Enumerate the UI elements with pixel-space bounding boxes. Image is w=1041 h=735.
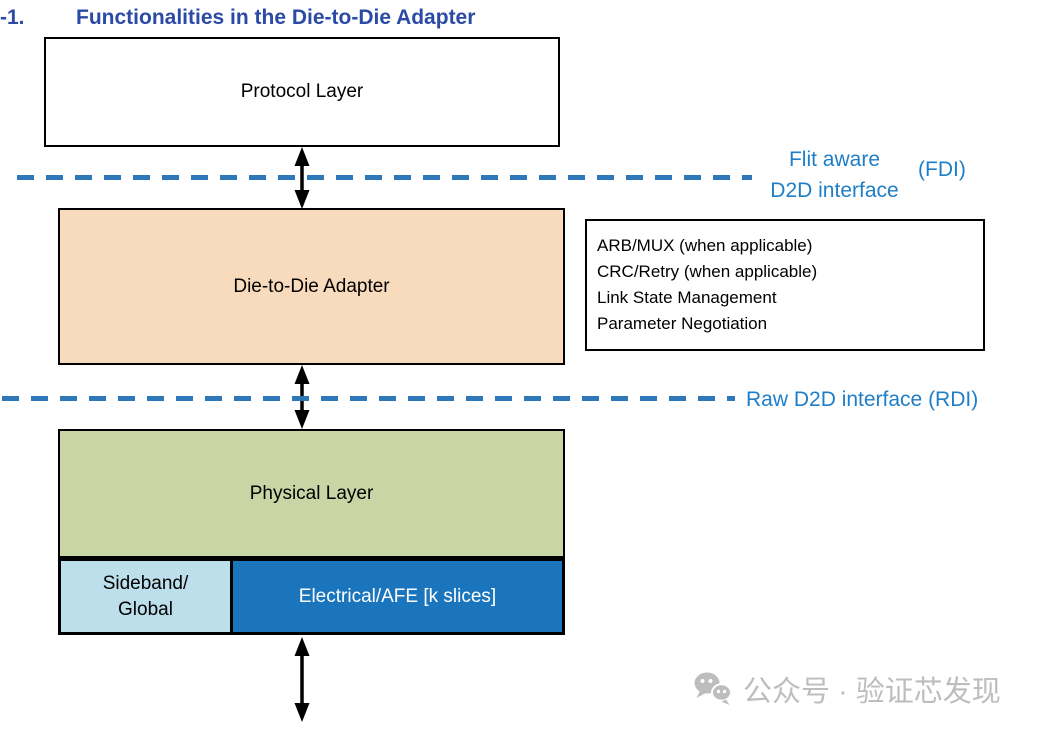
- rdi-interface-label: Raw D2D interface (RDI): [746, 388, 979, 411]
- sideband-label-line1: Sideband/: [102, 572, 189, 594]
- sideband-label-line2: Global: [118, 598, 173, 620]
- protocol-layer-label: Protocol Layer: [240, 81, 364, 102]
- fdi-label-line2: D2D interface: [770, 179, 899, 202]
- adapter-function-item: CRC/Retry (when applicable): [597, 262, 818, 281]
- fdi-abbrev-label: (FDI): [918, 158, 966, 181]
- protocol-layer-box: Protocol Layer: [44, 37, 560, 147]
- fdi-label-line1: Flit aware: [788, 148, 881, 171]
- physical-layer-box: Physical Layer: [58, 429, 565, 558]
- adapter-functions-box: ARB/MUX (when applicable) CRC/Retry (whe…: [585, 219, 985, 351]
- rdi-dashed-line: [2, 396, 735, 401]
- electrical-afe-label: Electrical/AFE [k slices]: [298, 585, 497, 607]
- adapter-function-item: Parameter Negotiation: [597, 314, 768, 333]
- adapter-function-item: ARB/MUX (when applicable): [597, 236, 813, 255]
- die-to-die-adapter-box: Die-to-Die Adapter: [58, 208, 565, 365]
- figure-number: -1.: [0, 6, 25, 29]
- die-to-die-adapter-label: Die-to-Die Adapter: [233, 275, 390, 297]
- adapter-function-item: Link State Management: [597, 288, 777, 307]
- double-arrow-phy-external: [294, 637, 310, 722]
- wechat-icon: [694, 672, 732, 705]
- watermark-text: 公众号 · 验证芯发现: [743, 676, 1001, 708]
- sideband-global-box: Sideband/ Global: [58, 558, 233, 635]
- watermark: 公众号 · 验证芯发现: [693, 668, 1001, 710]
- fdi-interface-label: Flit aware D2D interface: [752, 144, 917, 206]
- fdi-dashed-line: [17, 175, 752, 180]
- figure-title: Functionalities in the Die-to-Die Adapte…: [76, 6, 476, 29]
- physical-layer-label: Physical Layer: [249, 482, 374, 504]
- electrical-afe-box: Electrical/AFE [k slices]: [233, 558, 565, 635]
